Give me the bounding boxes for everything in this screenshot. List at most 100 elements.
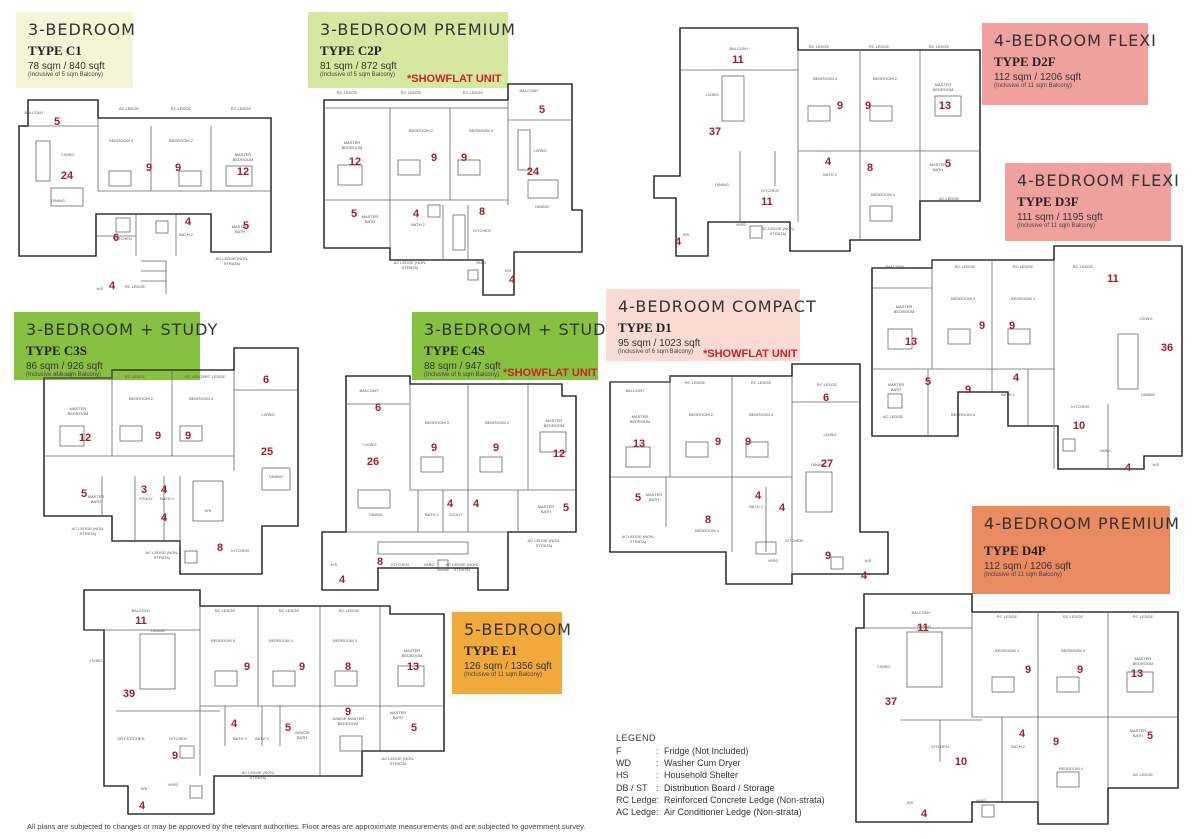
area-number: 6: [262, 374, 270, 386]
area-number: 4: [860, 570, 868, 582]
area-number: 9: [184, 430, 192, 442]
room-label: AC LEDGE: [882, 414, 904, 419]
room-label: LIVING: [877, 664, 891, 669]
showflat-tag-d1: *SHOWFLAT UNIT: [703, 348, 798, 360]
room-label: LIVING: [533, 148, 547, 153]
unit-note: (Inclusive of 11 sqm Balcony): [1017, 223, 1095, 229]
area-number: 5: [1146, 730, 1154, 742]
room-label: RC LEDGE: [400, 90, 422, 95]
unit-category: 3-BEDROOM PREMIUM: [320, 20, 516, 39]
room-label: LIVING: [823, 432, 837, 437]
area-number: 27: [820, 458, 834, 470]
floor-plan-d2f-drawing: [653, 27, 981, 257]
area-number: 11: [1107, 273, 1119, 285]
room-label: BATH 2: [1011, 744, 1025, 749]
showflat-tag-c4s: *SHOWFLAT UNIT: [503, 367, 598, 379]
room-label: DINING: [269, 474, 283, 479]
room-label: MASTER BEDROOM: [893, 304, 915, 314]
area-number: 5: [538, 104, 546, 116]
room-label: LIVING: [61, 152, 75, 157]
room-label: BATH 2: [1001, 392, 1015, 397]
room-label: MASTER BATH: [87, 494, 105, 504]
room-label: STUDY: [139, 496, 153, 501]
room-label: BALCONY: [519, 88, 539, 93]
unit-label-d2f: 4-BEDROOM FLEXI TYPE D2F 112 sqm / 1206 …: [982, 23, 1156, 105]
unit-label-c2p: 3-BEDROOM PREMIUM TYPE C2P 81 sqm / 872 …: [308, 12, 516, 88]
legend-row: F:Fridge (Not Included): [616, 746, 749, 756]
room-label: MASTER BATH: [537, 504, 555, 514]
room-label: BEDROOM 4: [1058, 766, 1083, 771]
room-label: DINING: [811, 462, 825, 467]
room-label: BEDROOM 3: [108, 138, 133, 143]
room-label: DINING: [715, 182, 729, 187]
room-label: H/S: [330, 562, 338, 567]
room-label: RC LEDGE: [124, 374, 146, 379]
legend-row: DB / ST:Distribution Board / Storage: [616, 782, 775, 793]
floor-plan-c3s-drawing: [43, 347, 299, 575]
area-number: 4: [160, 484, 168, 496]
room-label: MASTER BEDROOM: [629, 414, 651, 424]
room-label: BEDROOM 2: [1010, 296, 1035, 301]
room-label: KITCHEN: [785, 538, 803, 543]
unit-area: 95 sqm / 1023 sqft: [618, 338, 701, 349]
area-number: 12: [236, 166, 250, 178]
room-label: H/S: [96, 286, 104, 291]
area-number: 5: [944, 158, 952, 170]
area-number: 4: [674, 236, 682, 248]
room-label: BEDROOM 3: [332, 638, 357, 643]
unit-category: 4-BEDROOM FLEXI: [1017, 171, 1180, 190]
area-number: 4: [508, 274, 516, 286]
floor-plan-d3f-drawing: [871, 245, 1183, 470]
room-label: AC LEDGE (NON-STRATA): [215, 256, 249, 266]
legend-desc: Air Conditioner Ledge (Non-strata): [664, 806, 802, 817]
room-label: H/S: [906, 800, 914, 805]
legend-key: RC Ledge: [616, 794, 657, 805]
room-label: MASTER BEDROOM: [67, 406, 89, 416]
area-number: 8: [866, 162, 874, 174]
room-label: YARD: [1099, 448, 1111, 453]
room-label: AC LEDGE (NON-STRATA): [621, 534, 655, 544]
room-label: RC LEDGE: [1062, 614, 1084, 619]
area-number: 5: [53, 116, 61, 128]
room-label: DINING: [151, 628, 165, 633]
area-number: 13: [938, 100, 952, 112]
room-label: BEDROOM 4: [950, 412, 975, 417]
room-label: KITCHEN: [761, 188, 779, 193]
room-label: KITCHEN: [931, 744, 949, 749]
area-number: 9: [298, 661, 306, 673]
room-label: DINING: [369, 512, 383, 517]
area-number: 5: [634, 492, 642, 504]
area-number: 9: [964, 384, 972, 396]
room-label: RC LEDGE: [808, 44, 830, 49]
area-number: 10: [954, 756, 968, 768]
floor-plan-c1-drawing: [18, 99, 272, 294]
area-number: 4: [108, 280, 116, 292]
area-number: 5: [80, 488, 88, 500]
room-label: MASTER BATH: [929, 162, 947, 172]
legend-row: HS:Household Shelter: [616, 770, 739, 781]
room-label: RC LEDGE: [336, 90, 358, 95]
room-label: BATH 2: [749, 504, 763, 509]
room-label: RC LEDGE: [750, 380, 772, 385]
area-number: 4: [184, 216, 192, 228]
room-label: RC LEDGE: [214, 608, 236, 613]
room-label: BALCONY: [911, 610, 931, 615]
area-number: 6: [374, 402, 382, 414]
legend-key: WD: [616, 758, 631, 769]
unit-note: (Inclusive of 6 sqm Balcony): [618, 349, 694, 355]
unit-note: (Inclusive of 5 sqm Balcony): [320, 72, 396, 78]
area-number: 9: [460, 152, 468, 164]
room-label: YARD: [423, 562, 435, 567]
room-label: JUNIOR MASTER BEDROOM: [331, 716, 365, 726]
room-label: RC LEDGE: [124, 284, 146, 289]
legend-desc: Washer Cum Dryer: [664, 758, 741, 769]
room-label: KITCHEN: [169, 736, 187, 741]
area-number: 4: [412, 208, 420, 220]
room-label: BEDROOM 2: [128, 396, 153, 401]
unit-category: 3-BEDROOM + STUDY: [424, 320, 617, 339]
room-label: MASTER BEDROOM: [543, 418, 565, 428]
area-number: 8: [478, 206, 486, 218]
unit-type: TYPE E1: [464, 643, 518, 658]
area-number: 9: [864, 100, 872, 112]
room-label: LIVING: [261, 412, 275, 417]
